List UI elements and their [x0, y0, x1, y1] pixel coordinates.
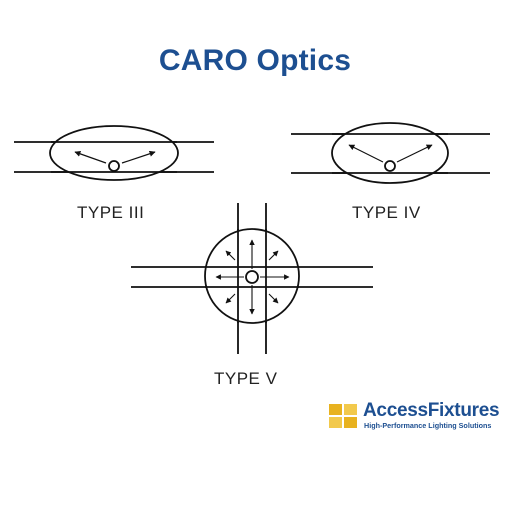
- type4-fixture: [384, 160, 396, 172]
- page-title: CARO Optics: [158, 44, 352, 77]
- type4-label: TYPE IV: [352, 203, 421, 222]
- access-fixtures-logo: AccessFixtures High-Performance Lighting…: [329, 400, 504, 432]
- type4-light-pattern: [331, 122, 449, 184]
- type5-fixture: [245, 270, 259, 284]
- type3-label: TYPE III: [77, 203, 145, 222]
- type5-label: TYPE V: [214, 369, 278, 388]
- type5-arrow-upleft: [225, 250, 236, 261]
- type5-arrow-downleft: [225, 293, 236, 304]
- type3-arrow-right: [121, 150, 156, 164]
- type4-diagram: [291, 122, 490, 184]
- type3-fixture: [108, 160, 120, 172]
- logo-mark-icon: [329, 404, 357, 428]
- type5-arrow-downright: [268, 293, 279, 304]
- type5-arrow-upright: [268, 250, 279, 261]
- logo-tagline: High-Performance Lighting Solutions: [364, 421, 492, 430]
- type5-diagram: [131, 203, 373, 354]
- type3-light-pattern: [49, 125, 179, 181]
- type4-arrow-left: [348, 144, 384, 163]
- logo-name: AccessFixtures: [363, 400, 500, 421]
- type3-diagram: [14, 125, 214, 181]
- type3-arrow-left: [74, 150, 107, 164]
- type4-arrow-right: [396, 144, 433, 163]
